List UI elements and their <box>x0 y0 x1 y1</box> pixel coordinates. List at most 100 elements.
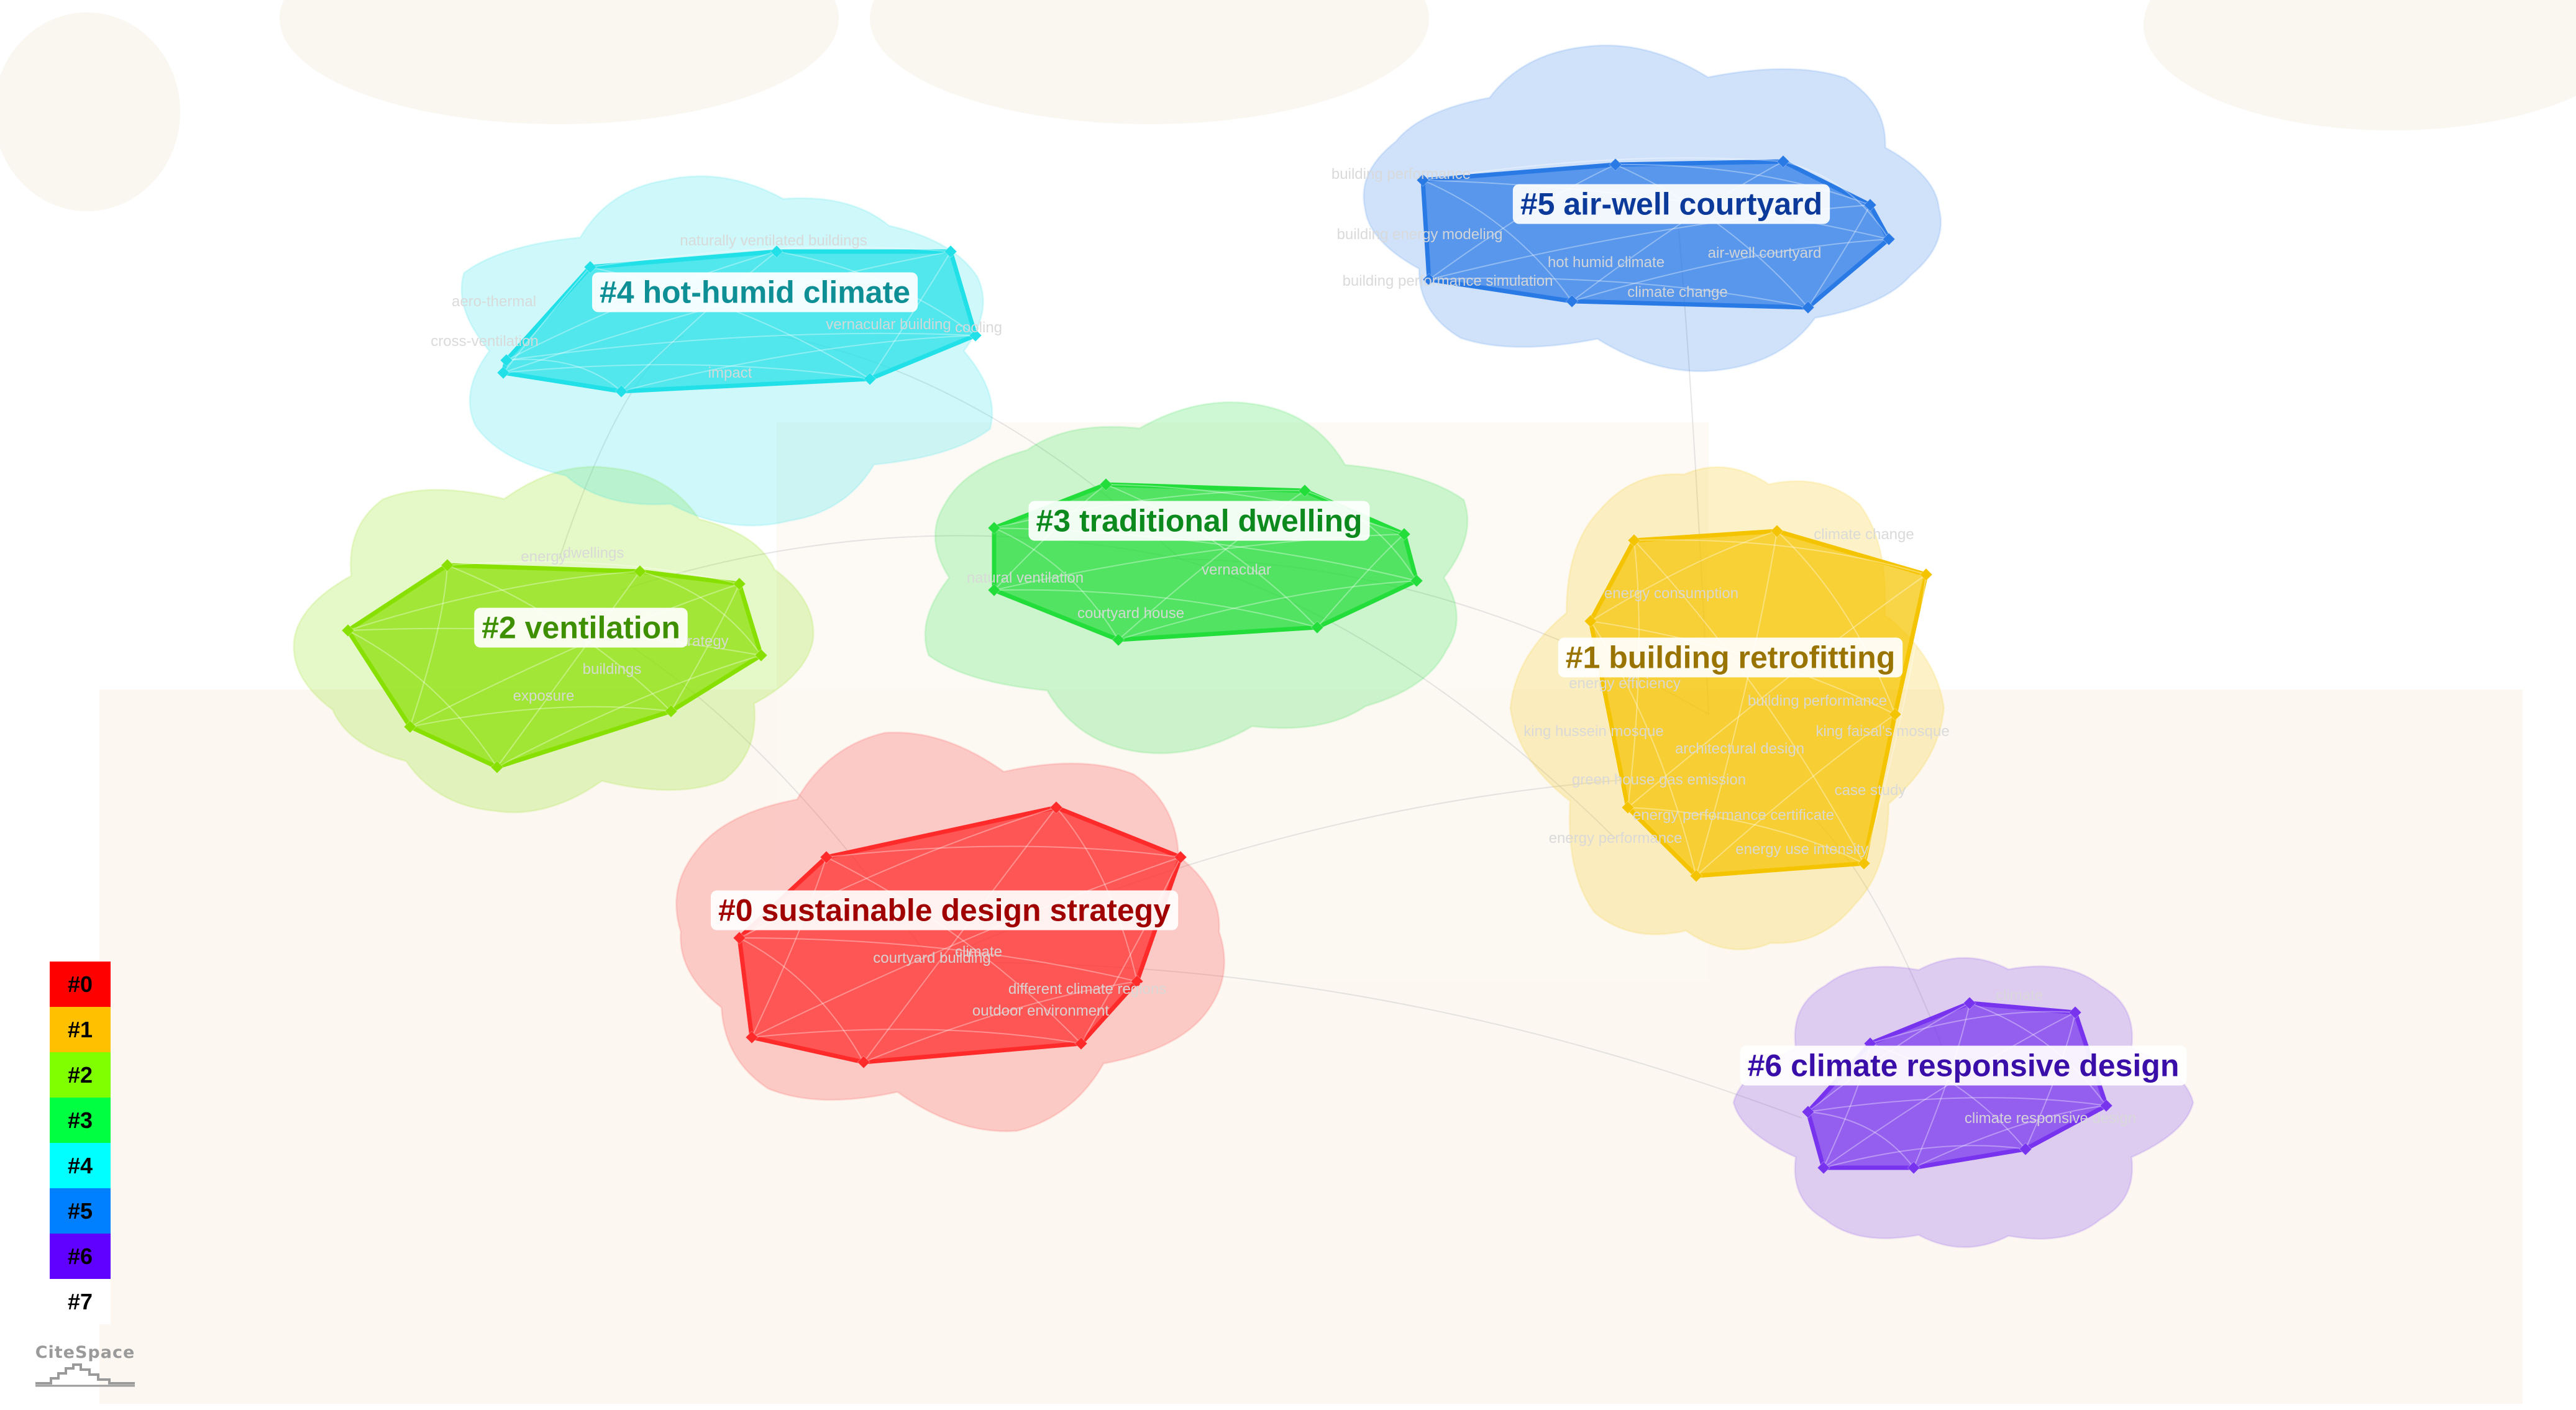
cluster-0-node[interactable] <box>1049 801 1063 814</box>
cluster-0-edges <box>739 807 1181 1063</box>
legend-item-0: #0 <box>50 962 111 1007</box>
keyword-label: dwellings <box>563 545 624 562</box>
cluster-2-node[interactable] <box>633 565 647 578</box>
cluster-5-label-backing <box>1512 184 1830 224</box>
cluster-0-node[interactable] <box>1074 1037 1088 1050</box>
cluster-1-node[interactable] <box>1770 524 1784 538</box>
cluster-5-node[interactable] <box>1863 198 1877 212</box>
keyword-label: hot humid climate <box>1548 254 1665 271</box>
cluster-2-node[interactable] <box>441 558 454 572</box>
cluster-6-node[interactable] <box>2099 1099 2113 1112</box>
cluster-0-label-backing <box>710 890 1179 930</box>
cluster-3-node[interactable] <box>1410 574 1423 588</box>
cluster-2-node[interactable] <box>403 720 417 734</box>
cluster-4-node[interactable] <box>500 353 513 367</box>
cluster-0-node[interactable] <box>745 1030 759 1044</box>
cluster-5-node[interactable] <box>1416 173 1430 187</box>
cluster-1-node[interactable] <box>1627 534 1641 547</box>
cluster-2[interactable]: energydwellingsbuildingsstrategyexposure… <box>293 465 815 814</box>
cluster-6-node[interactable] <box>1963 996 1976 1010</box>
keyword-label: exposure <box>513 688 575 704</box>
cluster-4-node[interactable] <box>969 329 982 342</box>
cluster-3-node[interactable] <box>1112 633 1125 647</box>
cluster-1-node[interactable] <box>1919 568 1933 581</box>
cluster-1-label[interactable]: #1 building retrofitting <box>1566 640 1896 675</box>
cluster-2-node[interactable] <box>490 760 504 774</box>
keyword-label: vernacular building <box>826 316 951 333</box>
keyword-label: impact <box>708 365 752 381</box>
keyword-label: building performance simulation <box>1343 273 1553 289</box>
cluster-5-label[interactable]: #5 air-well courtyard <box>1520 187 1822 222</box>
cluster-0-node[interactable] <box>1174 850 1187 864</box>
cluster-6-node[interactable] <box>1801 1105 1815 1119</box>
cluster-6-label[interactable]: #6 climate responsive design <box>1748 1048 2180 1083</box>
cluster-2-label-backing <box>474 607 688 648</box>
cluster-1-node[interactable] <box>1689 869 1703 883</box>
cluster-3-node[interactable] <box>1397 527 1411 541</box>
cluster-2-node[interactable] <box>341 624 355 637</box>
cluster-4-node[interactable] <box>496 366 510 380</box>
keyword-label: energy efficiency <box>1569 675 1681 692</box>
legend-item-4: #4 <box>50 1143 111 1188</box>
cluster-4-node[interactable] <box>614 384 628 398</box>
cluster-1-node[interactable] <box>1857 857 1871 870</box>
keyword-label: building energy modeling <box>1337 226 1503 243</box>
cluster-3-node[interactable] <box>987 583 1001 597</box>
cluster-2-label[interactable]: #2 ventilation <box>482 611 680 645</box>
cluster-3-label[interactable]: #3 traditional dwelling <box>1036 504 1362 539</box>
legend-item-7: #7 <box>50 1279 111 1324</box>
cluster-4-node[interactable] <box>770 245 783 258</box>
cluster-0-node[interactable] <box>1130 975 1144 988</box>
cluster-0-node[interactable] <box>733 931 746 945</box>
cluster-3-node[interactable] <box>1298 484 1312 498</box>
keyword-label: naturally ventilated buildings <box>680 232 867 249</box>
cluster-3-node[interactable] <box>1099 478 1113 491</box>
cluster-0-node[interactable] <box>857 1055 870 1069</box>
keyword-label: climate responsive design <box>1965 1110 2136 1127</box>
cluster-3-node[interactable] <box>987 521 1001 535</box>
keyword-label: different climate regions <box>1008 981 1166 998</box>
cluster-1-node[interactable] <box>1584 614 1597 628</box>
keyword-label: energy use intensity <box>1735 841 1868 858</box>
cluster-0-node[interactable] <box>820 850 833 864</box>
cluster-5-node[interactable] <box>1801 301 1815 314</box>
cluster-2-node[interactable] <box>754 648 768 662</box>
cluster-1-node[interactable] <box>1888 707 1902 721</box>
cluster-5-node[interactable] <box>1609 158 1622 171</box>
keyword-label: climate change <box>1627 284 1727 301</box>
cluster-6-node[interactable] <box>1907 1161 1921 1175</box>
cluster-4-node[interactable] <box>944 245 957 258</box>
cluster-5-node[interactable] <box>1422 273 1436 286</box>
keyword-label: courtyard house <box>1077 605 1184 622</box>
cluster-1-node[interactable] <box>1621 801 1635 814</box>
legend-item-1: #1 <box>50 1007 111 1052</box>
cluster-4-label[interactable]: #4 hot-humid climate <box>600 275 910 310</box>
cluster-5-node[interactable] <box>1776 155 1790 168</box>
cluster-5-node[interactable] <box>1565 294 1579 308</box>
cluster-6-node[interactable] <box>2068 1006 2082 1019</box>
keyword-label: climate <box>955 944 1002 960</box>
cluster-2-node[interactable] <box>664 704 678 718</box>
keyword-label: energy <box>521 548 566 565</box>
keyword-label: climate change <box>1814 526 1914 543</box>
cluster-6-node[interactable] <box>1817 1161 1830 1175</box>
cluster-0-label[interactable]: #0 sustainable design strategy <box>718 893 1171 928</box>
keyword-label: cooling <box>955 319 1002 336</box>
keyword-label: vernacular <box>1202 562 1271 578</box>
cluster-4-node[interactable] <box>583 260 597 274</box>
cluster-2-node[interactable] <box>733 577 746 591</box>
legend-item-2: #2 <box>50 1052 111 1098</box>
cluster-4[interactable]: naturally ventilated buildingsaero-therm… <box>431 175 1002 527</box>
cluster-4-node[interactable] <box>863 372 877 386</box>
cluster-1-label-backing <box>1558 637 1903 678</box>
cluster-6-node[interactable] <box>2019 1142 2032 1156</box>
cluster-3-node[interactable] <box>1310 621 1324 634</box>
cluster-5-node[interactable] <box>1882 232 1896 246</box>
keyword-label: building performance <box>1748 693 1887 709</box>
